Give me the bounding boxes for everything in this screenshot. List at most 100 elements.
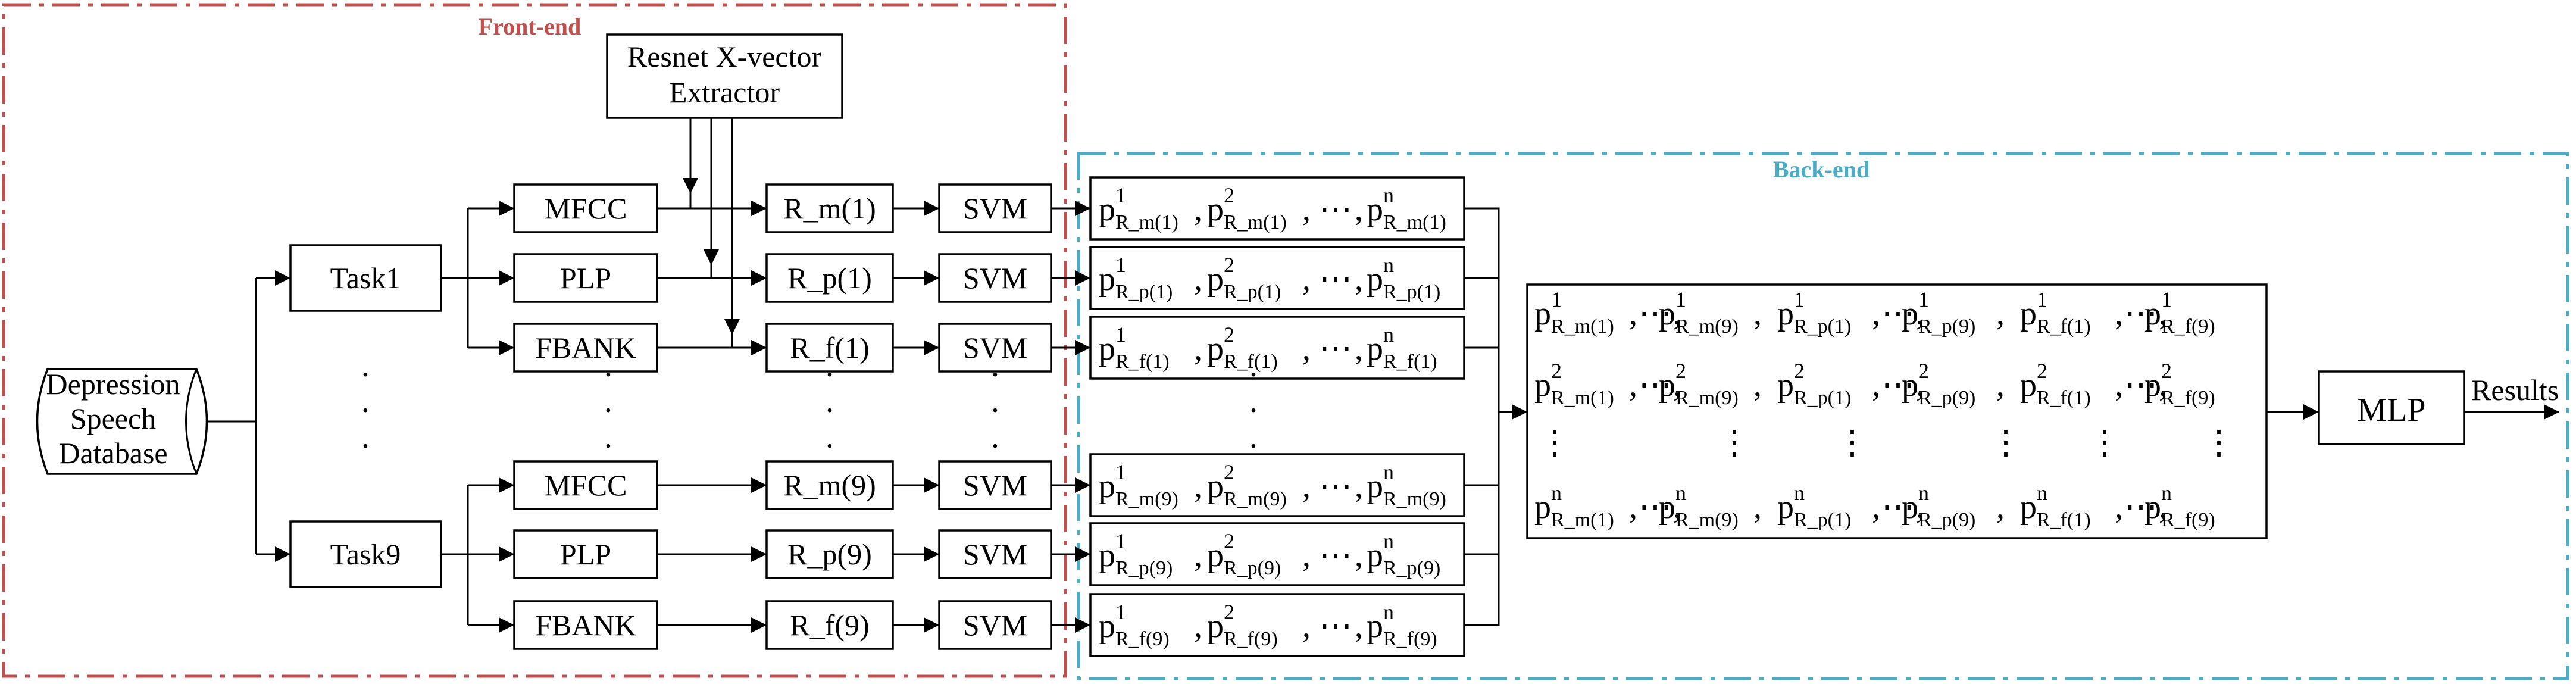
comma: ,	[1996, 367, 2005, 404]
term-sup: 1	[1115, 253, 1126, 277]
term-sup: n	[1383, 323, 1394, 346]
term-sup: n	[1551, 481, 1562, 505]
gap-ellipsis: ···············	[360, 357, 1259, 465]
term-sup: n	[1383, 600, 1394, 624]
term-sup: n	[1383, 253, 1394, 277]
term-p: p	[1777, 367, 1794, 404]
term-sup: n	[1383, 183, 1394, 207]
term-sub: R_f(9)	[2161, 316, 2215, 338]
term-sup: n	[1383, 529, 1394, 553]
rvector-label: R_m(9)	[783, 469, 876, 502]
backend-title: Back-end	[1773, 156, 1870, 183]
comma: ,	[1753, 489, 1762, 526]
term-sub: R_m(9)	[1675, 316, 1739, 338]
term-sub: R_f(1)	[1383, 351, 1437, 373]
comma: ,	[1302, 261, 1311, 298]
term-sub: R_p(9)	[1383, 557, 1440, 579]
comma: ,	[1194, 537, 1202, 574]
comma: ,	[1916, 295, 1924, 332]
rvector-label: R_p(1)	[787, 261, 872, 295]
term-sup: 1	[2161, 288, 2172, 311]
term-p: p	[2020, 367, 2037, 404]
ellipsis: ⋯	[1639, 295, 1672, 332]
comma: ,	[1673, 295, 1681, 332]
gap-dot: ·	[1248, 428, 1259, 465]
term-sub: R_f(9)	[1224, 628, 1278, 650]
term-sup: 1	[1675, 288, 1686, 311]
term-p: p	[1099, 537, 1115, 574]
term-p: p	[2144, 367, 2161, 404]
term-sup: 2	[1224, 323, 1234, 346]
term-sub: R_m(1)	[1551, 509, 1614, 531]
ellipsis: ⋯	[1319, 330, 1352, 367]
term-sup: 2	[1224, 183, 1234, 207]
vdots: ⋮	[2202, 424, 2236, 461]
task-node: Task9	[289, 520, 442, 588]
feature-box	[513, 529, 658, 579]
term-sub: R_m(9)	[1224, 488, 1287, 510]
term-sub: R_p(9)	[1224, 557, 1281, 579]
comma: ,	[1355, 468, 1363, 505]
term-sup: 1	[1115, 600, 1126, 624]
comma: ,	[1302, 191, 1311, 228]
rvector-box	[765, 253, 894, 303]
frontend-title: Front-end	[479, 13, 582, 40]
comma: ,	[1302, 330, 1311, 367]
comma: ,	[1194, 330, 1202, 367]
term-sub: R_f(9)	[1115, 628, 1170, 650]
probability-box	[1089, 522, 1465, 586]
term-sup: 2	[1794, 359, 1805, 383]
term-sub: R_p(9)	[1918, 387, 1975, 409]
term-p: p	[2020, 295, 2037, 332]
term-p: p	[1367, 261, 1383, 298]
term-sub: R_p(1)	[1224, 281, 1281, 303]
probability-box	[1089, 453, 1465, 517]
rvector-label: R_m(1)	[783, 192, 876, 225]
connectors	[208, 118, 2559, 633]
svm-label: SVM	[963, 608, 1027, 642]
term-sub: R_f(1)	[1224, 351, 1278, 373]
term-p: p	[1207, 537, 1224, 574]
vdots: ⋮	[1538, 424, 1571, 461]
term-sub: R_m(9)	[1115, 488, 1178, 510]
term-sub: R_p(1)	[1383, 281, 1440, 303]
term-sub: R_m(1)	[1551, 387, 1614, 409]
vdots: ⋮	[1836, 424, 1869, 461]
gap-dot: ·	[824, 357, 836, 393]
term-p: p	[2020, 489, 2037, 526]
term-p: p	[1099, 330, 1115, 367]
term-p: p	[1367, 191, 1383, 228]
comma: ,	[1355, 330, 1363, 367]
term-sup: n	[2161, 481, 2172, 505]
term-p: p	[1207, 468, 1224, 505]
gap-dot: ·	[603, 357, 614, 393]
rvector-label: R_f(1)	[790, 331, 869, 364]
term-sub: R_f(1)	[2037, 316, 2091, 338]
gap-dot: ·	[990, 392, 1001, 429]
term-p: p	[1659, 489, 1675, 526]
term-sub: R_m(9)	[1383, 488, 1446, 510]
vdots: ⋮	[1718, 424, 1751, 461]
term-sup: 2	[1224, 600, 1234, 624]
probability-box	[1089, 593, 1465, 657]
rvector-label: R_f(9)	[790, 608, 869, 642]
comma: ,	[1673, 489, 1681, 526]
comma: ,	[1629, 367, 1637, 404]
svm-label: SVM	[963, 469, 1027, 502]
gap-dot: ·	[824, 428, 836, 465]
term-p: p	[1099, 608, 1115, 645]
comma: ,	[2159, 295, 2167, 332]
term-p: p	[1207, 261, 1224, 298]
